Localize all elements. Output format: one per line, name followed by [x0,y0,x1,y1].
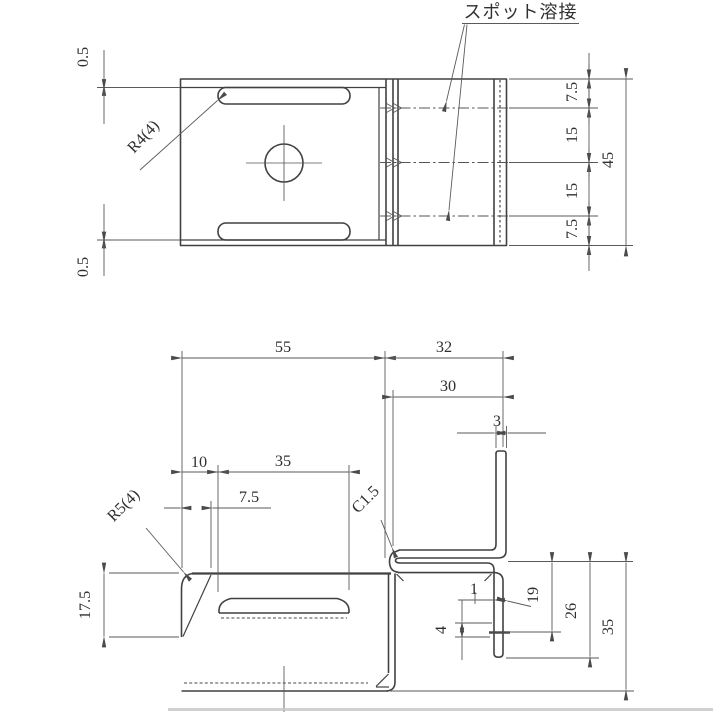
spot-weld-leader-1 [441,24,465,113]
dim-text-10: 10 [191,452,207,471]
dim-text-35-overall: 35 [598,619,617,635]
louver-profile [218,597,350,613]
dim-text-7-5-front: 7.5 [239,487,259,506]
dim-text-30: 30 [440,376,456,395]
flange-chamfer-line [182,574,212,637]
spot-weld-leader-2 [445,24,468,222]
spot-weld-note: スポット溶接 [441,2,579,222]
dim-text-35-slot: 35 [275,451,291,470]
dim-text-overall-45: 45 [598,152,617,168]
dim-text-1: 1 [470,579,478,598]
dim-offset-top: 0.5 [73,47,180,124]
dim-text-4: 4 [431,626,450,634]
dim-text-pitch-mid1: 15 [562,127,581,143]
right-flange-outer [386,573,396,692]
dim-text-pitch-top: 7.5 [562,82,581,102]
dim-text-55: 55 [275,337,291,356]
dim-text-pitch-mid2: 15 [562,183,581,199]
dim-text-pitch-bottom: 7.5 [562,219,581,239]
dim-text-32: 32 [436,337,452,356]
louver-slot-bottom [217,222,351,241]
dim-offset-bottom: 0.5 [73,204,180,277]
dim-text-3: 3 [493,411,501,430]
corner-relief-diagonal [375,673,389,687]
front-view [180,450,510,712]
dim-text-19: 19 [523,587,542,603]
clip-profile [388,450,510,658]
screenshot-edge-artifact [168,708,713,711]
dim-text-offset-top: 0.5 [73,47,92,67]
dim-text-26: 26 [561,603,580,619]
top-view [179,78,508,247]
dim-text-17-5: 17.5 [75,591,94,620]
weld-tick-right [484,573,492,582]
weld-row-centerlines [380,103,508,221]
dim-chain-right: 7.5 15 45 15 7.5 [509,53,633,271]
weld-tick-left [396,573,404,582]
dim-text-offset-bottom: 0.5 [73,257,92,277]
spot-weld-label: スポット溶接 [464,2,578,22]
